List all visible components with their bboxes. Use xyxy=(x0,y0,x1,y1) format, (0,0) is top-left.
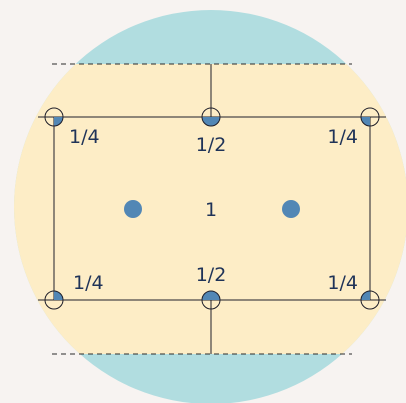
label-corner-bottom-left: 1/4 xyxy=(73,272,104,294)
corner-marker-top-left xyxy=(44,107,64,127)
interior-marker-left xyxy=(124,200,142,218)
label-edge-bottom-middle: 1/2 xyxy=(196,264,227,286)
corner-marker-bottom-right xyxy=(360,290,380,310)
label-corner-top-left: 1/4 xyxy=(69,126,100,148)
inner-band xyxy=(14,64,406,354)
label-edge-top-middle: 1/2 xyxy=(196,134,227,156)
edge-marker-bottom xyxy=(201,290,221,310)
label-corner-top-right: 1/4 xyxy=(327,126,358,148)
corner-marker-top-right xyxy=(360,107,380,127)
edge-marker-top xyxy=(201,107,221,127)
corner-marker-bottom-left xyxy=(44,290,64,310)
label-center: 1 xyxy=(205,199,217,221)
interior-marker-right xyxy=(282,200,300,218)
label-corner-bottom-right: 1/4 xyxy=(327,272,358,294)
